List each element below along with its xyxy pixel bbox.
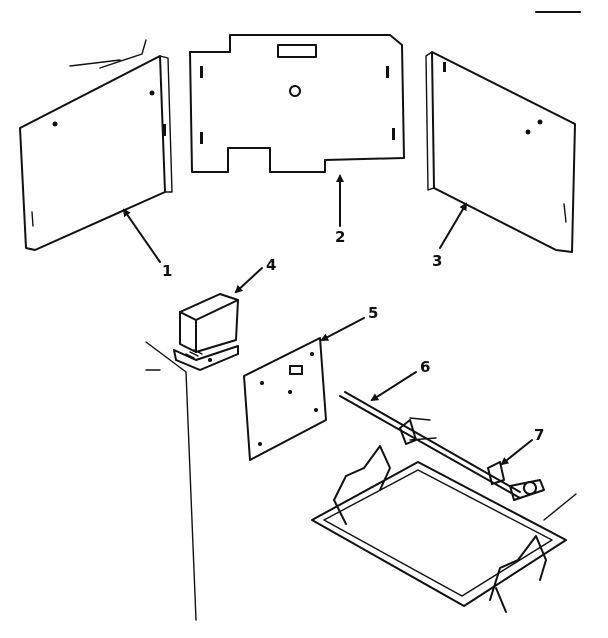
callout-label-5: 5 <box>368 304 378 322</box>
callout-label-6: 6 <box>420 358 430 376</box>
broiler-pan-with-rack <box>311 445 577 613</box>
callout-arrow-1 <box>122 208 161 263</box>
part-4-rotisserie-motor <box>173 293 239 371</box>
callout-label-2: 2 <box>335 228 345 246</box>
oven-side-wall-outline <box>145 341 197 621</box>
callout-label-3: 3 <box>432 252 442 270</box>
callout-label-4: 4 <box>266 256 276 274</box>
part-3-right-side-panel <box>425 51 576 253</box>
callout-arrow-4 <box>234 267 263 294</box>
callout-arrow-3 <box>439 202 468 249</box>
part-6-spit-rod <box>339 391 521 499</box>
callout-arrow-5 <box>320 317 365 341</box>
part-2-back-panel <box>189 34 405 173</box>
callout-arrow-7 <box>500 439 533 466</box>
callout-arrow-6 <box>370 371 417 402</box>
callout-label-1: 1 <box>162 262 172 280</box>
callout-label-7: 7 <box>534 426 544 444</box>
part-5-mounting-plate <box>243 337 327 461</box>
part-7-spit-fork-handle <box>487 461 545 501</box>
part-1-left-side-panel <box>19 39 173 251</box>
